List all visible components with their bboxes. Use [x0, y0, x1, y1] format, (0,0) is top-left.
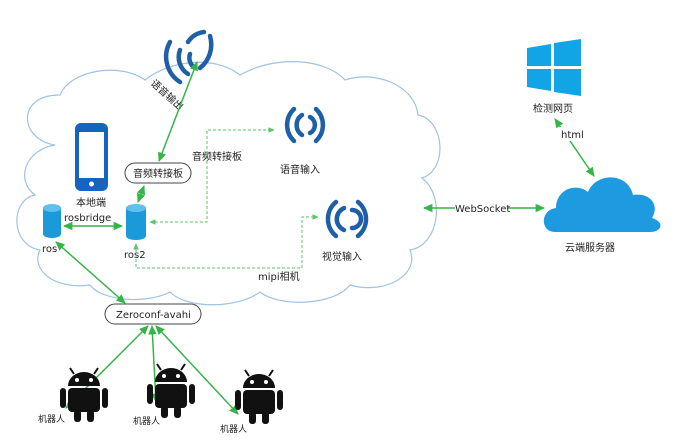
websocket-label: WebSocket	[455, 204, 510, 215]
audio-board-label: 音频转接板	[133, 167, 183, 180]
visual-input-dashed-link	[133, 214, 319, 269]
ros-zeroconf-link	[55, 241, 126, 304]
local-end-label: 本地端	[76, 196, 106, 209]
ros2-node-icon	[126, 204, 146, 240]
windows-logo-icon	[527, 39, 581, 96]
visual-input-label: 视觉输入	[322, 250, 362, 263]
ros-node-icon	[43, 204, 61, 238]
cloud-server-label: 云端服务器	[565, 241, 615, 254]
robot-label-1: 机器人	[38, 413, 65, 425]
detect-page-label: 检测网页	[533, 102, 573, 115]
cloud-server-icon	[543, 177, 661, 232]
smartphone-icon	[75, 123, 108, 191]
ros2-label: ros2	[124, 250, 146, 261]
zeroconf-box	[104, 303, 202, 325]
voice-input-dashed-link	[149, 127, 275, 225]
rosbridge-label: rosbridge	[64, 213, 111, 224]
android-robot-icon	[234, 369, 284, 425]
html-label: html	[561, 130, 584, 141]
visual-input-icon	[325, 199, 369, 239]
zeroconf-robot3-link	[155, 325, 239, 415]
ros-label: ros	[42, 244, 57, 255]
robot-label-3: 机器人	[220, 423, 247, 435]
mipi-camera-label: mipi相机	[258, 270, 300, 283]
robot-label-2: 机器人	[133, 415, 160, 427]
audio-board-edge-label: 音频转接板	[192, 150, 242, 163]
audio-board-ros2-link	[137, 185, 145, 203]
android-robot-icon	[59, 367, 109, 423]
zeroconf-label: Zeroconf-avahi	[116, 310, 191, 321]
voice-input-icon	[284, 106, 326, 144]
voice-input-label: 语音输入	[280, 163, 320, 176]
